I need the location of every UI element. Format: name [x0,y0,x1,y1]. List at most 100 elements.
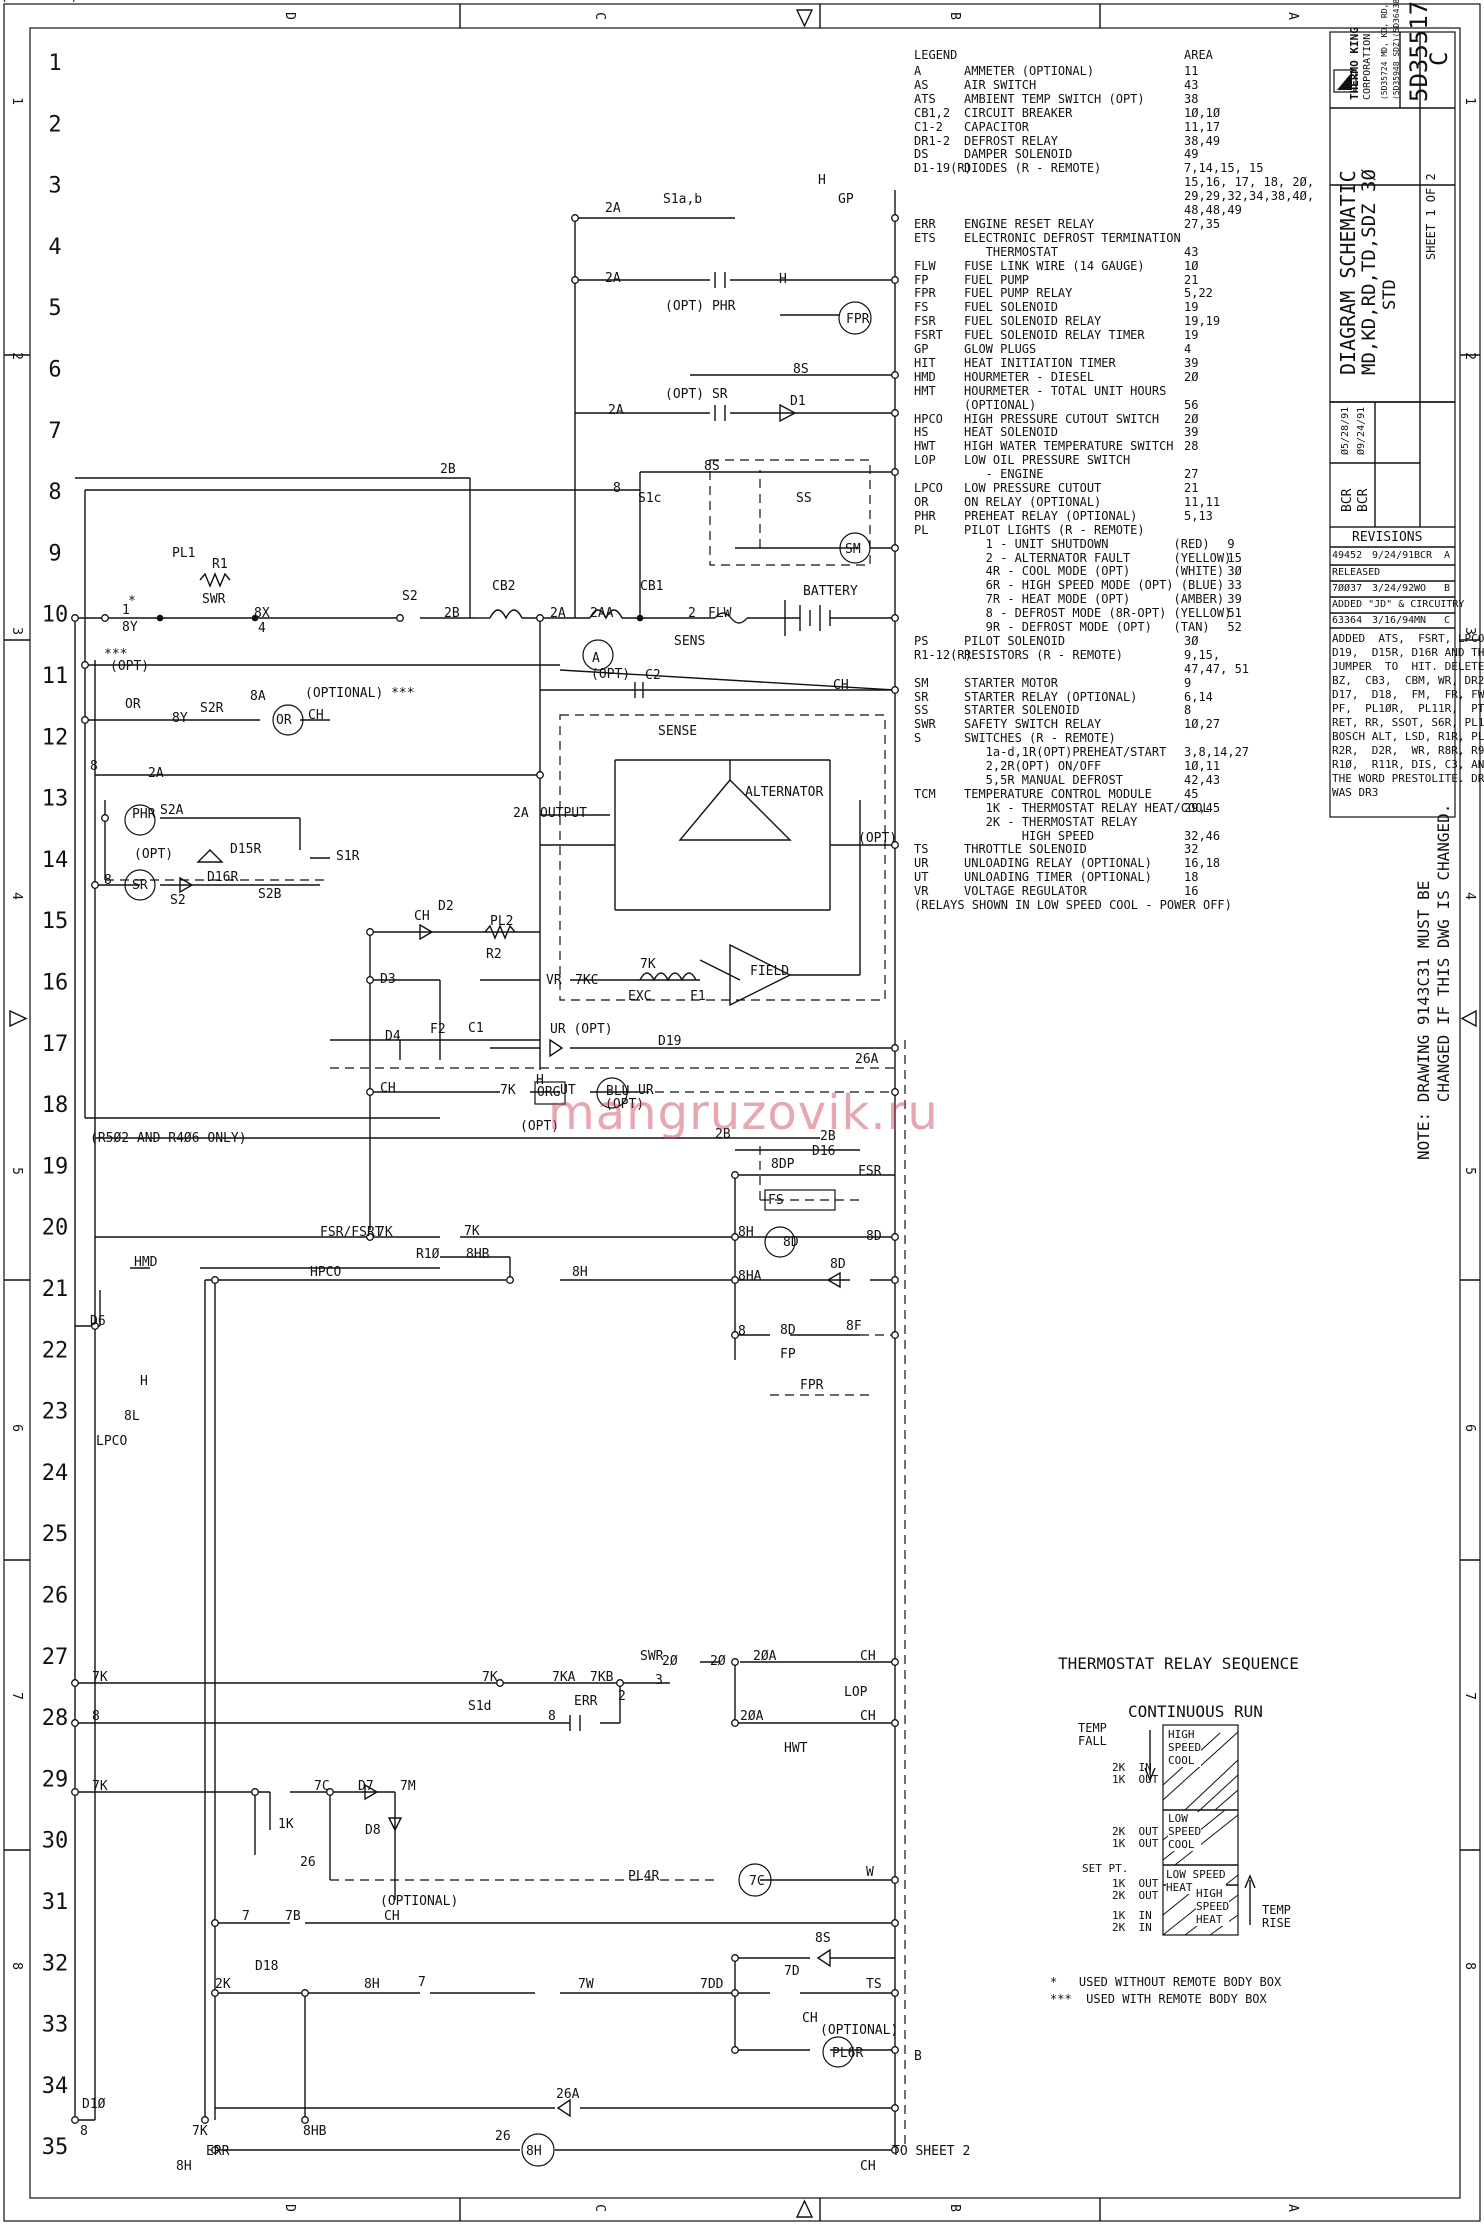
drawn-date: Ø5/28/91 [1340,406,1351,455]
legend-area: 47,47, 51 [1184,661,1250,676]
legend-desc: GLOW PLUGS [964,342,1037,356]
revisions-title: REVISIONS [1352,530,1423,545]
row-number: 25 [42,1522,69,1547]
ut-box [534,1081,566,1105]
schematic-label: 2ØA [753,1649,777,1664]
row-number: 3 [48,174,61,199]
legend-header-right: AREA [1184,48,1213,62]
schematic-label: (OPT) [858,831,897,846]
legend-header-left: LEGEND [914,48,958,62]
schematic-label: 7KB [590,1670,614,1685]
row-number: 6 [48,358,61,383]
schematic-label: D7 [358,1779,374,1794]
schematic-label: 1 [122,603,130,618]
schematic-label: 7 [242,1909,250,1924]
legend-code: LOP [914,453,936,468]
schematic-label: 7K [92,1779,108,1794]
schematic-label: 7K [640,957,656,972]
legend-desc: 4R - COOL MODE (OPT) (WHITE) [964,564,1225,579]
schematic-label: 7K [192,2124,208,2139]
schematic-label: 7C [314,1779,330,1794]
schematic-label: 8D [783,1235,799,1250]
seq-left-1: 2K IN 1K OUT [1112,1761,1159,1786]
sequence-title: THERMOSTAT RELAY SEQUENCE [1058,1654,1299,1673]
side-number-right: 1 [1462,97,1477,105]
schematic-label: 8H [364,1977,380,1992]
legend-code: LPCO [914,481,943,495]
footnote-2: *** USED WITH REMOTE BODY BOX [1050,1992,1267,2006]
legend-code: HPCO [914,411,943,426]
row-number: 27 [42,1645,69,1670]
legend-desc: SAFETY SWITCH RELAY [964,717,1102,732]
temp-fall-label: TEMP FALL [1078,1721,1107,1748]
legend-area: 28 [1184,439,1199,454]
legend-area: 29,45 [1184,800,1221,815]
schematic-label: 7W [578,1977,594,1992]
legend-desc: LOW OIL PRESSURE SWITCH [964,453,1131,468]
schematic-label: 8S [815,1931,831,1946]
column-markers [4,4,1480,2221]
schematic-label: 2A [513,806,529,821]
schematic-label: 8L [124,1409,140,1424]
legend-desc: HEAT INITIATION TIMER [964,355,1116,370]
schematic-label: SR [132,878,148,893]
schematic-label: 2B [444,606,460,621]
schematic-label: 8Y [122,620,138,635]
schematic-label: FSR/FSRT [320,1225,383,1240]
column-letter-bottom: A [1285,2204,1300,2212]
watermark: mangruzovik.ru [548,1085,939,1141]
side-number-right: 5 [1462,1167,1477,1175]
legend-desc: PREHEAT RELAY (OPTIONAL) [964,508,1138,523]
schematic-label: CB1 [640,579,663,594]
row-number: 2 [48,112,61,137]
temp-rise-label: TEMP RISE [1262,1903,1291,1930]
legend-desc: DIODES (R - REMOTE) [964,161,1102,176]
schematic-label: SENSE [658,724,697,739]
schematic-label: 2A [148,766,164,781]
legend-area: 16,18 [1184,856,1221,871]
schematic-label: GP [838,192,854,207]
schematic-label: CH [802,2011,818,2026]
legend-code: HWT [914,439,936,454]
legend-code: FP [914,272,929,287]
schematic-label: SENS [674,634,705,649]
schematic-label: 26A [556,2087,580,2102]
schematic-label: 8S [793,362,809,377]
schematic-label: ERR [574,1694,598,1709]
schematic-label: S2 [402,589,418,604]
legend-code: SR [914,689,929,704]
schematic-label: FSR [858,1164,882,1179]
schematic-label: SWR [640,1649,664,1664]
schematic-label: 2B [820,1129,836,1144]
schematic-label: FP [780,1347,796,1362]
legend-area: 27 [1184,467,1199,482]
title-block-frame [1329,31,1456,818]
legend-area: 1Ø,1Ø [1184,105,1221,120]
ur-coil [596,1077,628,1109]
schematic-label: D16R [207,870,238,885]
row-number: 30 [42,1829,69,1854]
schematic-label: TS [866,1977,882,1992]
schematic-label: 8S [704,459,720,474]
schematic-label: 7K [377,1225,393,1240]
sheet-number: SHEET 1 OF 2 [1424,173,1438,260]
legend-desc: FUEL SOLENOID RELAY TIMER [964,328,1145,343]
schematic-label: S1a,b [663,192,702,207]
legend-desc: AMBIENT TEMP SWITCH (OPT) [964,91,1145,106]
legend-area: 7,14,15, 15 [1184,161,1264,176]
revision-letter: C [1425,51,1453,66]
schematic-label: PL1 [172,546,195,561]
legend-code: (RELAYS SHOWN IN LOW SPEED COOL - POWER … [914,898,1232,912]
row-number: 34 [42,2074,69,2099]
schematic-label: PL4R [628,1869,659,1884]
schematic-label: (OPT) [605,1097,644,1112]
schematic-label: 8 [613,481,621,496]
schematic-label: 2A [550,606,566,621]
schematic-label: ERR [206,2144,230,2159]
row-number: 22 [42,1338,69,1363]
legend-area: 51 [1184,606,1242,621]
schematic-label: 2B [715,1127,731,1142]
